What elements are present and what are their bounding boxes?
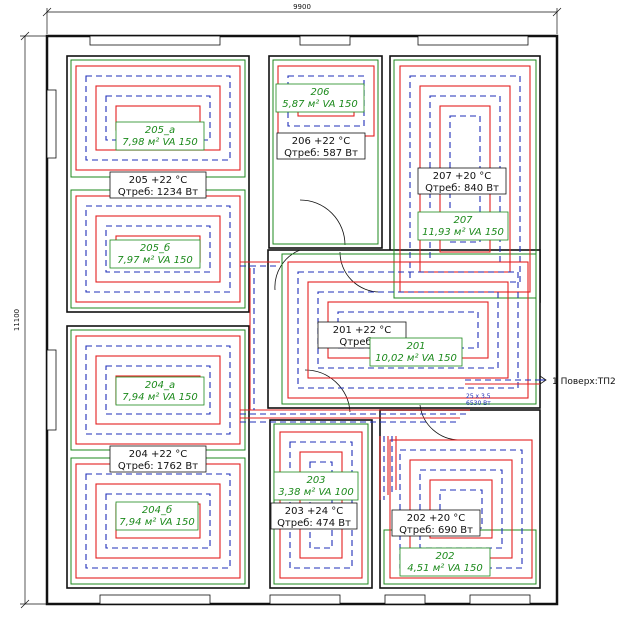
room-205-temperature: 205 +22 °C <box>129 175 188 186</box>
room-204-walls <box>66 325 250 589</box>
collector-power: 6530 Вт <box>466 400 491 407</box>
zone-204_а-label: 204_а7,94 м² VA 150 <box>115 376 205 406</box>
room-207-heat-load: Qтреб: 840 Вт <box>425 183 499 194</box>
room-201-temperature: 201 +22 °C <box>333 325 392 336</box>
windows <box>46 35 531 605</box>
zone-205_а-label: 205_а7,98 м² VA 150 <box>115 121 205 151</box>
zone-201-name: 201 <box>406 341 425 352</box>
zone-204_б-name: 204_б <box>142 504 172 516</box>
room-206-heat-load: Qтреб: 587 Вт <box>284 148 358 159</box>
room-203-heat-load: Qтреб: 474 Вт <box>277 518 351 529</box>
zone-206-spec: 5,87 м² VA 150 <box>282 99 357 110</box>
zone-205_б-label: 205_б7,97 м² VA 150 <box>109 239 201 269</box>
room-207-temperature: 207 +20 °C <box>433 171 492 182</box>
dimension-lines: 9900 11100 <box>13 3 562 609</box>
zone-206-name: 206 <box>310 87 329 98</box>
zone-205_а-spec: 7,98 м² VA 150 <box>122 137 197 148</box>
room-205-heat-load: Qтреб: 1234 Вт <box>118 187 198 198</box>
zone-205_а-name: 205_а <box>145 125 175 136</box>
collector-target-label: 1 Поверх:ТП2 <box>552 377 616 387</box>
width-dimension: 9900 <box>293 3 311 11</box>
zone-203-spec: 3,38 м² VA 100 <box>278 487 353 498</box>
zone-204_а-spec: 7,94 м² VA 150 <box>122 392 197 403</box>
zone-203-name: 203 <box>306 475 325 486</box>
collector-pipe-spec: 25 x 3,5 <box>466 393 491 400</box>
height-dimension: 11100 <box>13 309 21 331</box>
zone-205_б-spec: 7,97 м² VA 150 <box>117 255 192 266</box>
room-204-temperature: 204 +22 °C <box>129 449 188 460</box>
zone-207-spec: 11,93 м² VA 150 <box>422 227 504 238</box>
zone-205_б-name: 205_б <box>140 242 170 254</box>
room-206-temperature: 206 +22 °C <box>292 136 351 147</box>
room-201-heat-load: Qтреб: 9 <box>339 337 384 348</box>
zone-207-name: 207 <box>453 215 473 226</box>
collector-pipes <box>240 261 547 500</box>
room-202-heat-load: Qтреб: 690 Вт <box>399 525 473 536</box>
zone-204_б-spec: 7,94 м² VA 150 <box>119 517 194 528</box>
zone-202-spec: 4,51 м² VA 150 <box>407 563 482 574</box>
zone-201-spec: 10,02 м² VA 150 <box>375 353 457 364</box>
heating-loops <box>75 65 533 579</box>
zone-204_б-label: 204_б7,94 м² VA 150 <box>115 501 199 531</box>
zone-204_а-name: 204_а <box>145 380 175 391</box>
zone-202-name: 202 <box>435 551 454 562</box>
room-203-temperature: 203 +24 °C <box>285 506 344 517</box>
room-202-temperature: 202 +20 °C <box>407 513 466 524</box>
room-204-heat-load: Qтреб: 1762 Вт <box>118 461 198 472</box>
